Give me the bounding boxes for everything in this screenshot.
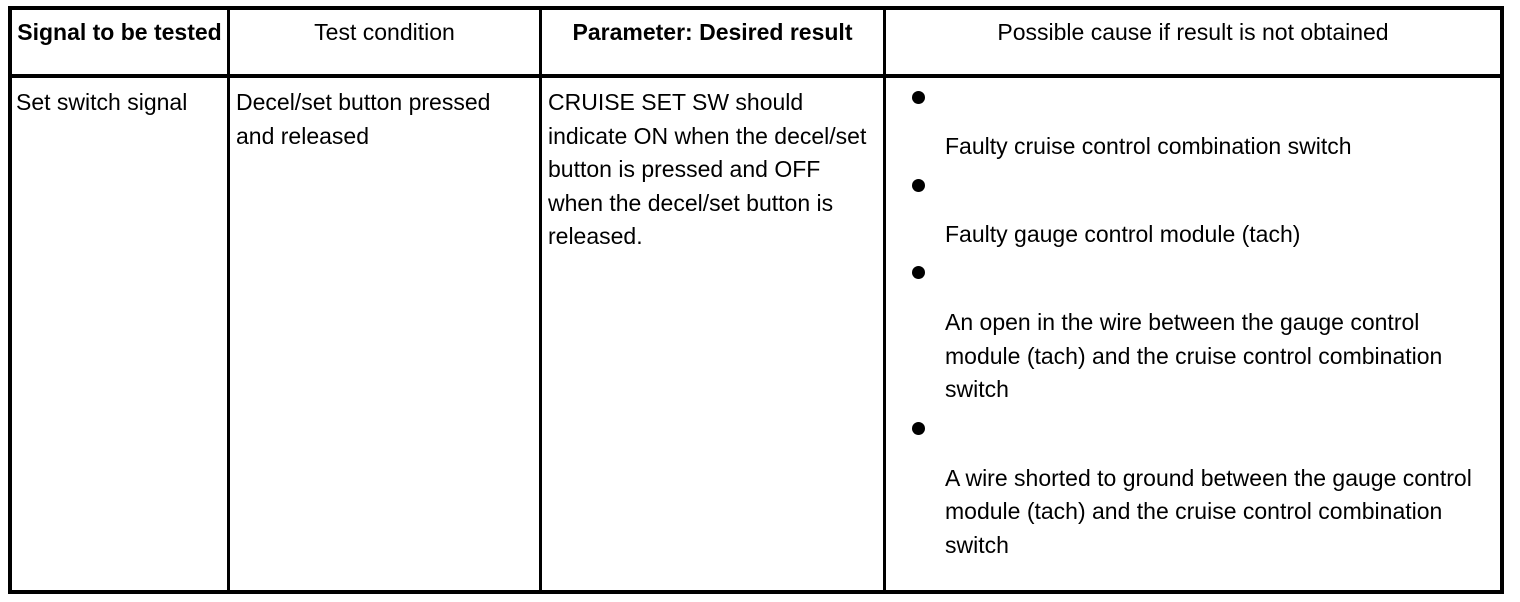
table-header-row: Signal to be tested Test condition Param… — [12, 10, 1500, 74]
header-separator-rule — [12, 74, 1500, 78]
list-item: An open in the wire between the gauge co… — [886, 261, 1496, 407]
column-divider-2-header — [539, 10, 542, 74]
column-divider-1-header — [227, 10, 230, 74]
diagnostic-spec-table: Signal to be tested Test condition Param… — [8, 6, 1504, 594]
table-body: Set switch signal Decel/set button press… — [12, 78, 1500, 590]
column-header-parameter-desired-result: Parameter: Desired result — [542, 10, 883, 74]
column-header-signal-to-be-tested: Signal to be tested — [12, 10, 227, 74]
column-header-signal-to-be-tested-label: Signal to be tested — [17, 19, 222, 45]
cell-parameter-desired-result: CRUISE SET SW should indicate ON when th… — [548, 89, 867, 249]
cell-test-condition-wrapper: Decel/set button pressed and released — [230, 78, 539, 590]
cell-test-condition: Decel/set button pressed and released — [236, 89, 491, 149]
cell-signal-to-be-tested: Set switch signal — [16, 89, 188, 115]
column-header-possible-cause-label: Possible cause if result is not obtained — [997, 19, 1389, 45]
column-divider-3-header — [883, 10, 886, 74]
possible-cause-list: Faulty cruise control combination switch… — [886, 86, 1496, 562]
table-row: Set switch signal — [12, 78, 227, 590]
bullet-icon — [912, 91, 925, 104]
list-item-label: A wire shorted to ground between the gau… — [945, 464, 1472, 558]
list-item-label: An open in the wire between the gauge co… — [945, 309, 1443, 402]
column-divider-2 — [539, 78, 542, 590]
column-divider-3 — [883, 78, 886, 590]
bullet-icon — [912, 266, 925, 279]
bullet-icon — [912, 421, 925, 435]
cell-possible-causes-wrapper: Faulty cruise control combination switch… — [886, 78, 1500, 590]
bullet-icon — [912, 178, 925, 192]
list-item: A wire shorted to ground between the gau… — [886, 417, 1496, 563]
column-header-possible-cause: Possible cause if result is not obtained — [886, 10, 1500, 74]
list-item-label: Faulty cruise control combination switch — [945, 133, 1352, 159]
cell-parameter-desired-result-wrapper: CRUISE SET SW should indicate ON when th… — [542, 78, 883, 590]
list-item-label: Faulty gauge control module (tach) — [945, 220, 1301, 247]
list-item: Faulty cruise control combination switch — [886, 86, 1496, 164]
column-header-parameter-desired-result-label: Parameter: Desired result — [572, 19, 853, 45]
list-item: Faulty gauge control module (tach) — [886, 174, 1496, 252]
column-divider-1 — [227, 78, 230, 590]
column-header-test-condition-label: Test condition — [314, 19, 455, 45]
column-header-test-condition: Test condition — [230, 10, 539, 74]
